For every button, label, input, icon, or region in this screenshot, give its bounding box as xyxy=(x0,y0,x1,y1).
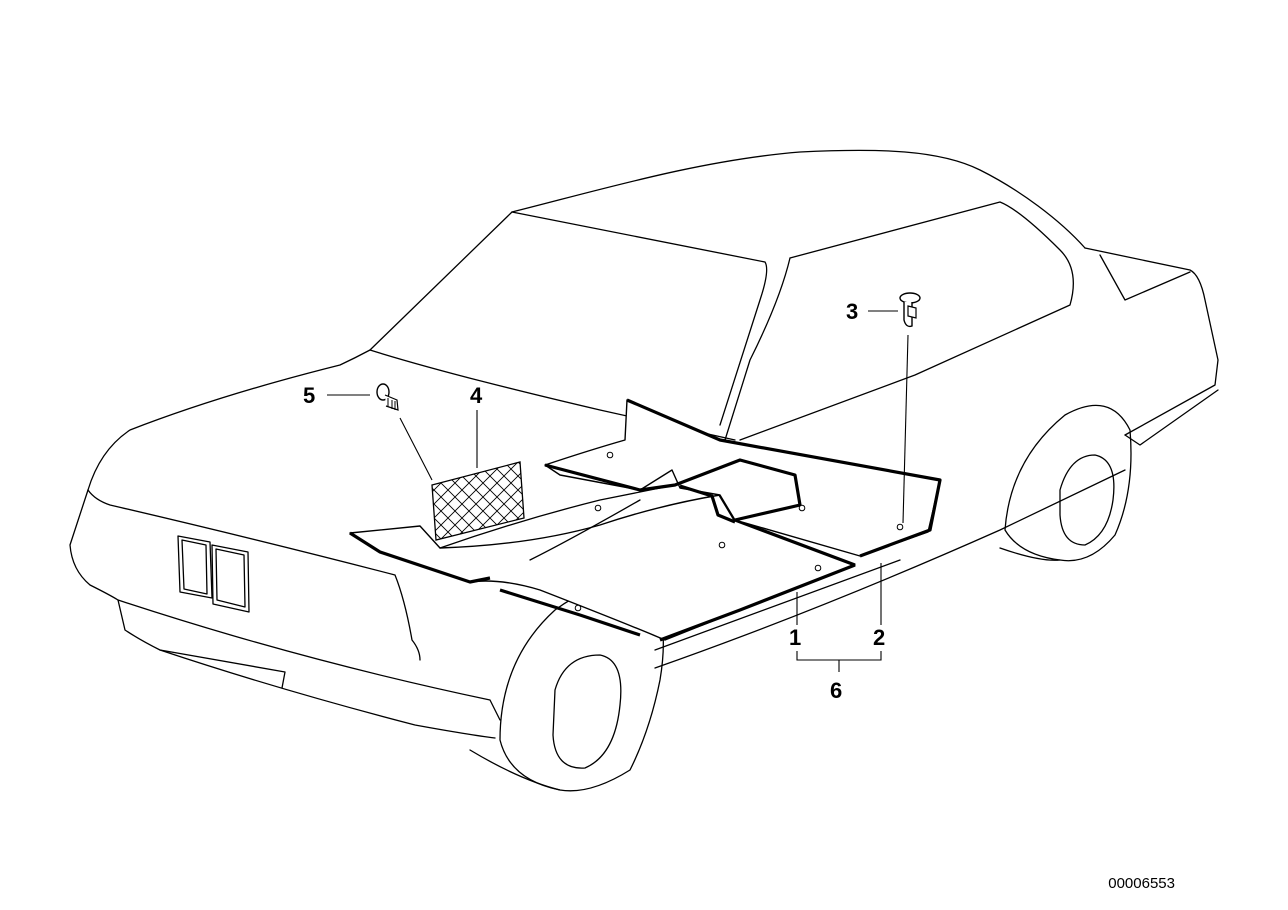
callout-5: 5 xyxy=(303,383,315,408)
callout-3: 3 xyxy=(846,299,858,324)
callout-6: 6 xyxy=(830,678,842,703)
push-clip-part-5 xyxy=(376,383,399,411)
leader-lines xyxy=(327,310,909,672)
document-number: 00006553 xyxy=(1108,875,1175,892)
callout-4: 4 xyxy=(470,383,483,408)
callout-2: 2 xyxy=(873,625,885,650)
car-body-outline xyxy=(69,149,1219,792)
callout-1: 1 xyxy=(789,625,801,650)
clip-part-3 xyxy=(899,292,921,328)
sound-insulation-sheet xyxy=(431,461,525,541)
floor-mats xyxy=(349,398,942,642)
